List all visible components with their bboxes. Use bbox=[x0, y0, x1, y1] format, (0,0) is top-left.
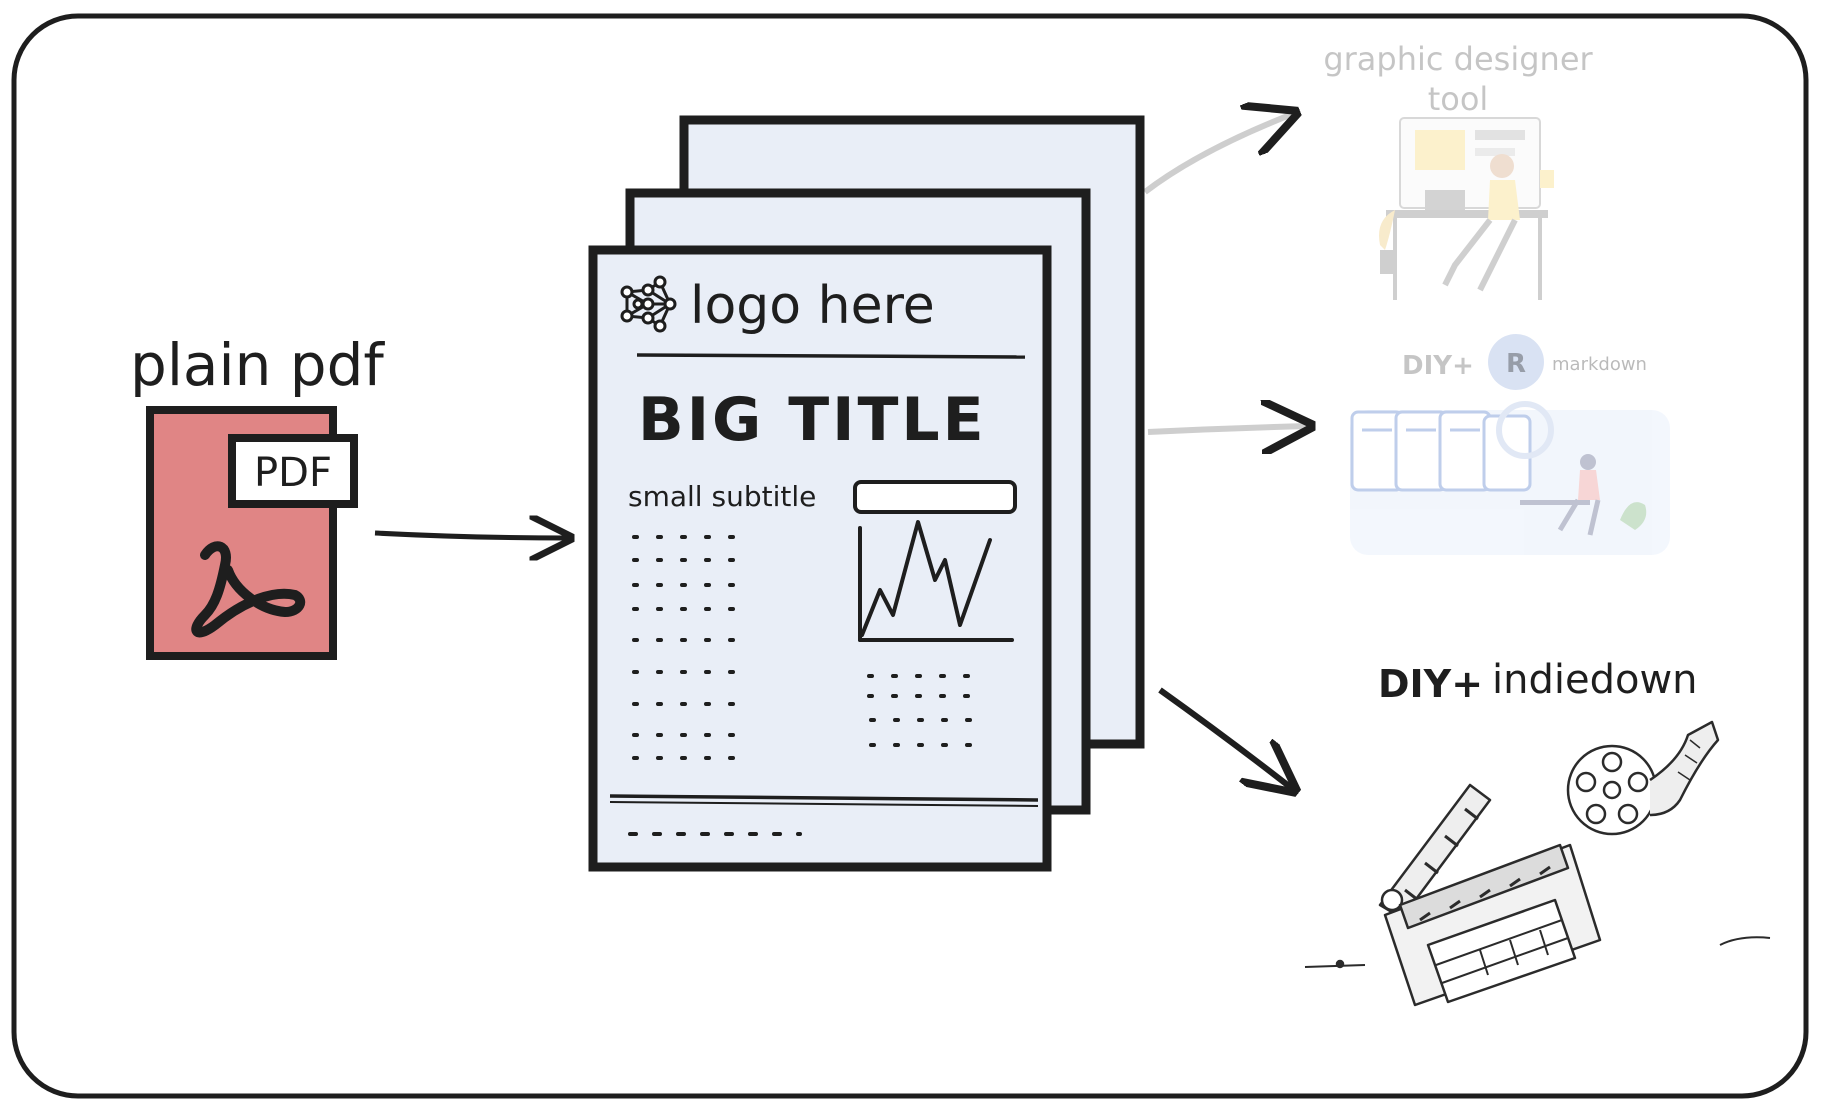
markdown-illustration bbox=[1350, 401, 1670, 555]
chart-title-bar bbox=[853, 480, 1017, 514]
markdown-logo bbox=[1488, 334, 1544, 390]
chart-sketch bbox=[858, 520, 1014, 642]
source-label: plain pdf bbox=[130, 331, 385, 399]
logo-text: logo here bbox=[690, 276, 935, 336]
designer-label-line1: graphic designer bbox=[1323, 40, 1593, 78]
document-title: BIG TITLE bbox=[638, 385, 987, 455]
output-markdown: DIY+ R markdown bbox=[1350, 334, 1670, 555]
arrow-to-markdown bbox=[1147, 426, 1310, 432]
text-placeholder-left bbox=[632, 535, 750, 760]
markdown-name: markdown bbox=[1552, 354, 1647, 375]
arrow-to-indiedown bbox=[1158, 687, 1294, 790]
text-placeholder-right bbox=[867, 674, 987, 747]
designer-illustration bbox=[1379, 117, 1554, 300]
arrow-to-designer bbox=[1143, 113, 1295, 195]
footer-rule bbox=[609, 794, 1039, 802]
indiedown-name: indiedown bbox=[1492, 657, 1698, 703]
output-indiedown: DIY+ indiedown bbox=[1304, 657, 1771, 1007]
footer-rule-2 bbox=[609, 801, 1039, 807]
document-subtitle: small subtitle bbox=[628, 480, 816, 513]
neural-network-icon bbox=[620, 275, 677, 333]
document-stack: logo here BIG TITLE small subtitle bbox=[588, 115, 1145, 872]
clapperboard-film-reel-illustration bbox=[1304, 720, 1771, 1007]
pdf-badge: PDF bbox=[254, 450, 332, 496]
indiedown-prefix: DIY+ bbox=[1378, 662, 1483, 706]
designer-label-line2: tool bbox=[1428, 80, 1489, 118]
output-designer: graphic designer tool bbox=[1323, 40, 1594, 300]
acrobat-icon bbox=[191, 541, 306, 638]
source-pdf: plain pdf PDF bbox=[130, 331, 385, 660]
pdf-badge-box bbox=[228, 434, 358, 508]
page-front bbox=[588, 245, 1052, 872]
header-rule bbox=[636, 353, 1026, 359]
markdown-logo-letter: R bbox=[1506, 349, 1526, 379]
markdown-prefix: DIY+ bbox=[1402, 351, 1474, 381]
arrow-pdf-to-document bbox=[374, 533, 570, 538]
